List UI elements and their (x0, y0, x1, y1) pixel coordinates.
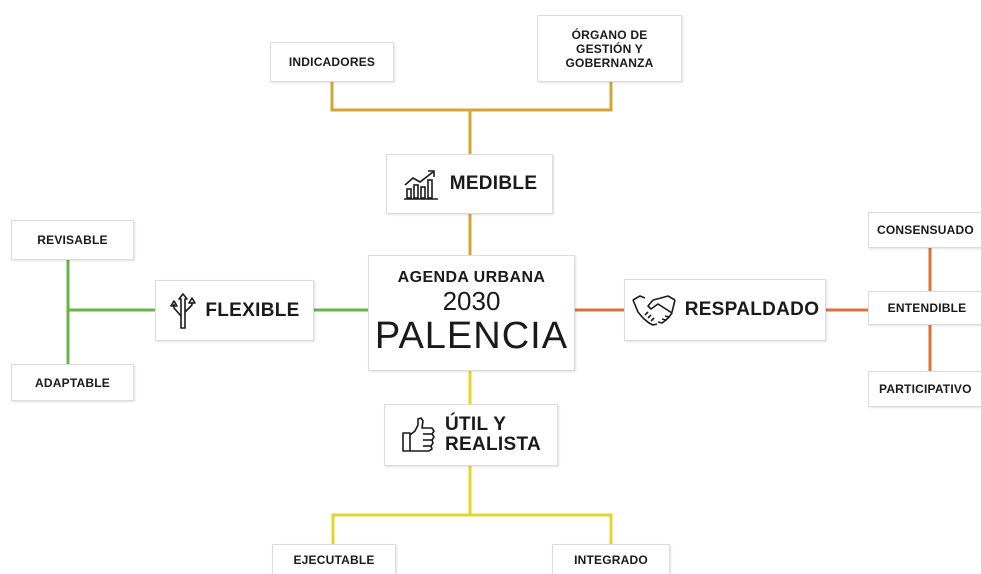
organo-label-line3: GOBERNANZA (565, 55, 654, 70)
organo-gestion-box: ÓRGANO DE GESTIÓN Y GOBERNANZA (537, 15, 682, 82)
consensuado-label: CONSENSUADO (877, 223, 974, 237)
entendible-label: ENTENDIBLE (887, 301, 967, 315)
medible-fork-line (330, 82, 613, 112)
flexible-box: FLEXIBLE (155, 280, 314, 341)
revisable-box: REVISABLE (11, 220, 134, 260)
util-label-line1: ÚTIL Y (445, 414, 507, 435)
util-label-line2: REALISTA (445, 434, 541, 455)
participativo-label: PARTICIPATIVO (879, 382, 972, 396)
respaldado-branch-lines (575, 248, 932, 371)
participativo-box: PARTICIPATIVO (868, 371, 981, 407)
medible-label: MEDIBLE (449, 173, 538, 194)
flexible-branch-lines (66, 260, 368, 364)
revisable-label: REVISABLE (37, 233, 108, 247)
adaptable-label: ADAPTABLE (35, 375, 110, 390)
center-title-year: 2030 (442, 286, 501, 316)
bar-chart-growth-icon (402, 168, 442, 200)
util-branch-lines (331, 371, 613, 544)
indicadores-label: INDICADORES (288, 55, 376, 69)
entendible-box: ENTENDIBLE (868, 291, 981, 325)
respaldado-label: RESPALDADO (684, 299, 820, 320)
medible-branch-lines (330, 82, 613, 255)
consensuado-box: CONSENSUADO (868, 212, 981, 248)
flexible-label: FLEXIBLE (205, 299, 300, 321)
adaptable-box: ADAPTABLE (11, 364, 134, 401)
respaldado-box: RESPALDADO (624, 279, 826, 341)
util-fork-line (331, 513, 613, 544)
medible-box: MEDIBLE (386, 154, 553, 214)
center-title-line1: AGENDA URBANA (397, 269, 546, 286)
organo-label-line2: GESTIÓN Y (576, 41, 643, 56)
center-title-city: PALENCIA (374, 315, 569, 357)
ejecutable-label: EJECUTABLE (293, 552, 375, 567)
integrado-label: INTEGRADO (574, 552, 648, 567)
organo-label-line1: ÓRGANO DE (571, 27, 648, 42)
branching-arrows-icon (169, 292, 197, 330)
handshake-icon (631, 292, 677, 328)
util-realista-box: ÚTIL Y REALISTA (384, 404, 558, 466)
integrado-box: INTEGRADO (552, 544, 670, 574)
indicadores-box: INDICADORES (270, 42, 394, 82)
thumbs-up-icon (401, 416, 437, 454)
agenda-urbana-center-box: AGENDA URBANA 2030 PALENCIA (368, 255, 575, 371)
ejecutable-box: EJECUTABLE (272, 544, 396, 574)
